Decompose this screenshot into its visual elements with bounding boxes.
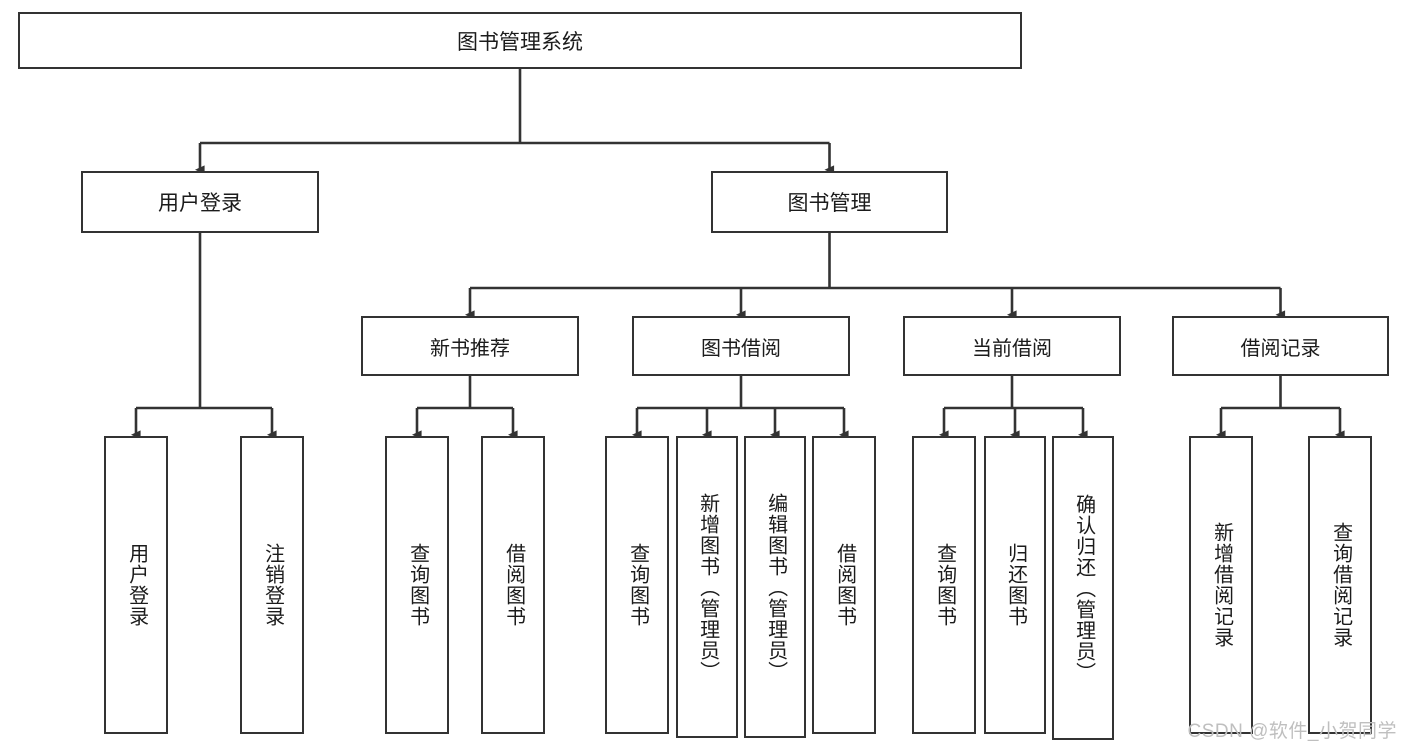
node-leaf-rec-add[interactable]: 新增借阅记录	[1189, 436, 1253, 734]
node-label: 查询图书	[933, 543, 956, 627]
node-label: 借阅图书	[833, 543, 856, 627]
watermark: CSDN @软件_小贺同学	[1187, 721, 1397, 742]
node-label: 查询图书	[406, 543, 429, 627]
node-label: 确认归还（管理员）	[1072, 493, 1095, 683]
node-leaf-cur-return[interactable]: 归还图书	[984, 436, 1046, 734]
node-leaf-nb-borrow[interactable]: 借阅图书	[481, 436, 545, 734]
node-label: 归还图书	[1004, 543, 1027, 627]
node-label: 借阅记录	[1240, 337, 1321, 360]
node-leaf-user-logout[interactable]: 注销登录	[240, 436, 304, 734]
node-label: 当前借阅	[972, 337, 1052, 360]
node-leaf-rec-query[interactable]: 查询借阅记录	[1308, 436, 1372, 734]
node-label: 用户登录	[158, 192, 242, 215]
node-leaf-bw-borrow[interactable]: 借阅图书	[812, 436, 876, 734]
node-label: 查询图书	[626, 543, 649, 627]
node-leaf-nb-query[interactable]: 查询图书	[385, 436, 449, 734]
node-borrow[interactable]: 图书借阅	[632, 316, 850, 376]
node-leaf-cur-query[interactable]: 查询图书	[912, 436, 976, 734]
node-leaf-cur-confirm[interactable]: 确认归还（管理员）	[1052, 436, 1114, 740]
node-label: 注销登录	[261, 543, 284, 627]
node-root[interactable]: 图书管理系统	[18, 12, 1022, 69]
node-label: 图书借阅	[701, 337, 781, 360]
node-label: 用户登录	[125, 543, 148, 627]
node-bookmgmt[interactable]: 图书管理	[711, 171, 948, 233]
node-newbook[interactable]: 新书推荐	[361, 316, 579, 376]
node-leaf-bw-add[interactable]: 新增图书（管理员）	[676, 436, 738, 738]
node-label: 借阅图书	[502, 543, 525, 627]
node-label: 新增借阅记录	[1210, 522, 1233, 648]
node-leaf-bw-edit[interactable]: 编辑图书（管理员）	[744, 436, 806, 738]
node-label: 新书推荐	[430, 337, 510, 360]
node-leaf-bw-query[interactable]: 查询图书	[605, 436, 669, 734]
node-label: 图书管理系统	[457, 30, 583, 54]
node-label: 新增图书（管理员）	[696, 492, 719, 682]
node-current[interactable]: 当前借阅	[903, 316, 1121, 376]
node-login[interactable]: 用户登录	[81, 171, 319, 233]
node-label: 图书管理	[787, 192, 872, 215]
node-label: 编辑图书（管理员）	[764, 492, 787, 682]
node-leaf-user-login[interactable]: 用户登录	[104, 436, 168, 734]
node-records[interactable]: 借阅记录	[1172, 316, 1389, 376]
node-label: 查询借阅记录	[1329, 522, 1352, 648]
